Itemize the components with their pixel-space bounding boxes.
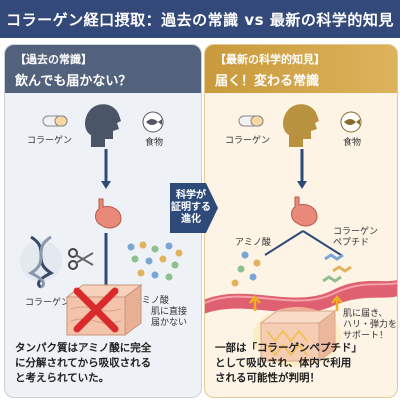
head-silhouette-icon <box>85 104 121 147</box>
past-caption-line-3: と考えられていた。 <box>15 372 110 384</box>
dna-helix-icon <box>20 235 62 289</box>
effect-line-2: ハリ・弾力を <box>343 320 398 330</box>
scissors-icon <box>68 248 94 270</box>
pill-icon <box>238 115 264 127</box>
latest-view-heading: 届く！変わる常識 <box>215 74 320 89</box>
effect-line-3: サポート！ <box>343 331 389 341</box>
stomach-icon <box>291 196 318 227</box>
fish-icon <box>340 111 362 133</box>
blood-vessel-icon <box>205 280 397 314</box>
amino-label: アミノ酸 <box>235 238 271 248</box>
head-silhouette-icon <box>283 104 319 147</box>
fish-icon <box>142 111 164 133</box>
peptide-line-1: コラーゲン <box>333 227 379 237</box>
absorption-paths <box>231 230 352 287</box>
past-view-caption: タンパク質はアミノ酸に完全 に分解されてから吸収される と考えられていた。 <box>15 341 151 386</box>
effect-label: 肌に届き、 ハリ・弾力を サポート！ <box>343 309 397 342</box>
cross-mark-icon <box>73 287 119 333</box>
page-title: コラーゲン経口摂取：過去の常識 vs 最新の科学的知見 <box>0 0 400 38</box>
not-reach-label: 肌に直接 届かない <box>151 307 187 329</box>
past-caption-line-1: タンパク質はアミノ酸に完全 <box>15 342 152 354</box>
collagen-label-top: コラーゲン <box>225 136 271 146</box>
latest-view-tag: 【最新の科学的知見】 <box>215 53 325 66</box>
past-view-header: 【過去の常識】 飲んでも届かない？ <box>5 45 201 93</box>
food-label: 食物 <box>343 138 362 148</box>
latest-caption-line-3: される可能性が判明！ <box>215 372 320 384</box>
food-label: 食物 <box>145 138 164 148</box>
latest-view-panel: 【最新の科学的知見】 届く！変わる常識 コラーゲン 食物 アミノ酸 コラーゲン … <box>204 44 398 398</box>
past-view-tag: 【過去の常識】 <box>15 53 92 66</box>
up-arrows <box>249 295 343 311</box>
not-reach-line-2: 届かない <box>151 318 188 328</box>
amino-label: アミノ酸 <box>133 296 169 306</box>
past-view-heading: 飲んでも届かない？ <box>15 74 132 89</box>
past-caption-line-2: に分解されてから吸収される <box>15 357 152 369</box>
peptide-line-2: ペプチド <box>333 238 370 248</box>
past-view-panel: 【過去の常識】 飲んでも届かない？ コラーゲン 食物 コラーゲン <box>4 44 202 398</box>
peptide-label: コラーゲン ペプチド <box>333 227 378 249</box>
skin-block-icon <box>253 307 341 367</box>
collagen-label-top: コラーゲン <box>27 136 73 146</box>
badge-line-2: 証明する <box>171 202 211 213</box>
collagen-label-mid: コラーゲン <box>25 298 71 308</box>
latest-view-header: 【最新の科学的知見】 届く！変わる常識 <box>205 45 397 93</box>
flow-arrow <box>297 149 307 189</box>
stomach-icon <box>95 198 122 229</box>
effect-line-1: 肌に届き、 <box>343 309 388 319</box>
latest-caption-line-1: 一部は「コラーゲンペプチド」 <box>215 342 362 354</box>
badge-line-3: 進化 <box>181 214 201 225</box>
not-reach-line-1: 肌に直接 <box>151 307 188 317</box>
badge-line-1: 科学が <box>176 190 206 201</box>
flow-arrow <box>101 149 111 189</box>
amino-dots-icon <box>127 241 183 281</box>
latest-caption-line-2: として吸収され、体内で利用 <box>215 357 352 369</box>
latest-view-caption: 一部は「コラーゲンペプチド」 として吸収され、体内で利用 される可能性が判明！ <box>215 341 362 386</box>
pill-icon <box>42 115 68 127</box>
